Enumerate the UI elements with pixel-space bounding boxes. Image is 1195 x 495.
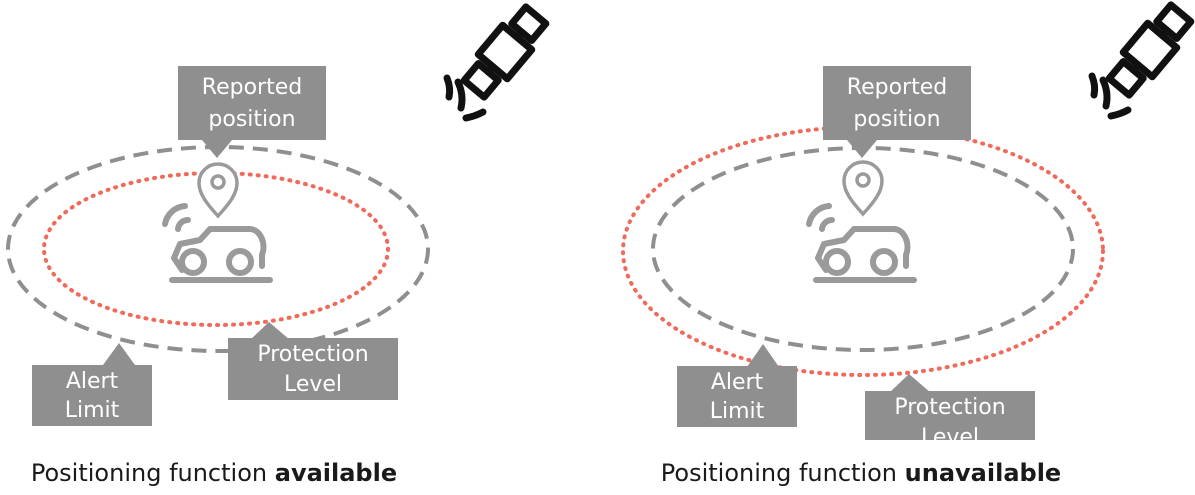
- reported-position-callout: Reported position: [823, 66, 971, 158]
- protection-line-2: Level: [284, 372, 342, 397]
- robotic-mower-icon: [806, 203, 917, 283]
- caption-prefix: Positioning function: [660, 459, 898, 487]
- location-pin-icon: [842, 160, 884, 217]
- protection-level-callout: Protection Level: [865, 374, 1035, 440]
- reported-line-1: Reported: [202, 75, 302, 100]
- location-pin-icon: [197, 162, 239, 219]
- alert-line-1: Alert: [711, 370, 764, 395]
- diagram-unavailable: Reported position Alert Limit Protection…: [621, 1, 1195, 440]
- caption-unavailable: Positioning function unavailable: [562, 459, 1160, 487]
- panel-unavailable: Reported position Alert Limit Protection…: [597, 0, 1195, 495]
- protection-line-1: Protection: [894, 395, 1005, 420]
- diagram-available: Reported position Alert Limit Protection…: [6, 3, 550, 426]
- reported-position-callout: Reported position: [178, 66, 326, 158]
- protection-line-1: Protection: [257, 342, 368, 367]
- protection-level-callout: Protection Level: [228, 322, 398, 400]
- protection-line-2: Level: [921, 425, 979, 440]
- alert-line-1: Alert: [66, 369, 119, 394]
- alert-limit-callout: Alert Limit: [32, 343, 152, 426]
- satellite-icon: [1088, 1, 1195, 120]
- caption-prefix: Positioning function: [30, 459, 268, 487]
- caption-available: Positioning function available: [0, 459, 513, 487]
- satellite-icon: [443, 3, 550, 122]
- reported-line-2: position: [208, 107, 295, 132]
- reported-line-1: Reported: [847, 75, 947, 100]
- alert-line-2: Limit: [710, 399, 765, 424]
- panel-available: Reported position Alert Limit Protection…: [0, 3, 550, 487]
- robotic-mower-icon: [162, 203, 273, 283]
- reported-line-2: position: [853, 107, 940, 132]
- caption-status: unavailable: [904, 459, 1062, 487]
- caption-status: available: [274, 459, 398, 487]
- alert-line-2: Limit: [65, 398, 120, 423]
- alert-limit-callout: Alert Limit: [677, 344, 797, 427]
